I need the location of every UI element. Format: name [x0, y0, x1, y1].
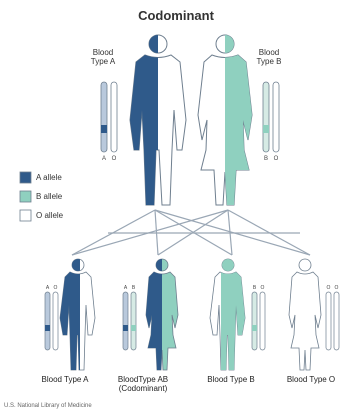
child-label-o: Blood Type O: [276, 375, 346, 384]
mother-chromosome: B O: [263, 82, 279, 162]
svg-text:O: O: [327, 285, 331, 291]
svg-text:B: B: [264, 156, 268, 162]
svg-text:A: A: [46, 285, 50, 291]
father-chromosome: A O: [101, 82, 117, 162]
svg-text:B: B: [253, 285, 257, 291]
legend-swatches: [20, 172, 31, 221]
child-label-b: Blood Type B: [196, 375, 266, 384]
svg-text:A: A: [102, 156, 106, 162]
legend-label-o: O allele: [36, 211, 63, 220]
svg-text:O: O: [261, 285, 265, 291]
mother-label: Blood Type B: [244, 48, 294, 66]
svg-text:O: O: [54, 285, 58, 291]
svg-text:O: O: [335, 285, 339, 291]
svg-text:O: O: [274, 156, 279, 162]
svg-text:B: B: [132, 285, 136, 291]
child-label-ab: BloodType AB (Codominant): [108, 375, 178, 393]
legend-label-a: A allele: [36, 173, 62, 182]
credit-text: U.S. National Library of Medicine: [4, 403, 92, 409]
child-label-a: Blood Type A: [30, 375, 100, 384]
legend-label-b: B allele: [36, 192, 62, 201]
child-figure-ab: A B: [123, 259, 178, 370]
inheritance-lines: [72, 210, 310, 255]
diagram-title: Codominant: [0, 8, 352, 23]
father-label: Blood Type A: [78, 48, 128, 66]
svg-text:O: O: [112, 156, 117, 162]
child-figure-o: O O: [289, 259, 339, 370]
child-figure-a: A O: [45, 259, 95, 370]
svg-text:A: A: [124, 285, 128, 291]
child-figure-b: B O: [210, 259, 265, 370]
father-figure: [130, 35, 186, 205]
